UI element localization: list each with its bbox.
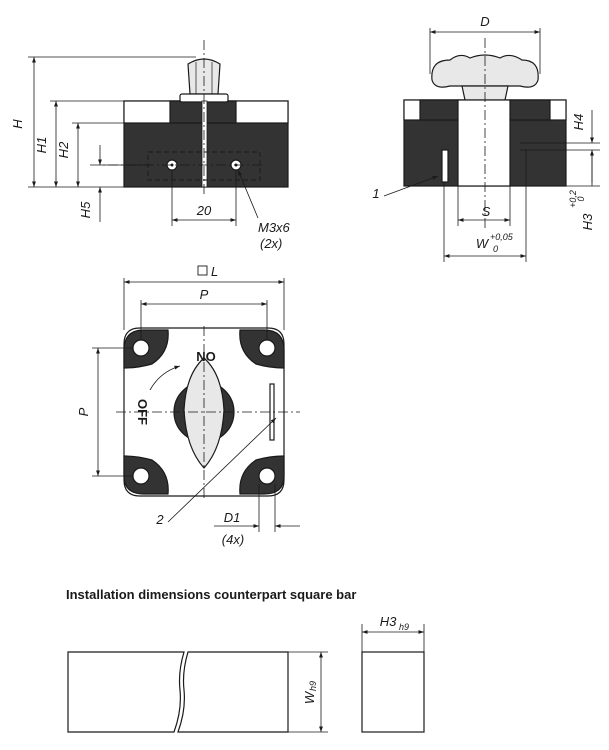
callout-2: 2 xyxy=(155,512,164,527)
installation-title: Installation dimensions counterpart squa… xyxy=(66,587,356,602)
installation-section: Installation dimensions counterpart squa… xyxy=(66,587,425,733)
square-bar xyxy=(457,99,511,187)
inst-dim-W: W xyxy=(302,690,317,704)
tol-H3-upper: +0,2 xyxy=(568,190,578,208)
rotation-arrow xyxy=(149,365,181,391)
tol-W-lower: 0 xyxy=(493,244,498,254)
thread-qty: (2x) xyxy=(260,236,282,251)
star-knob xyxy=(431,54,539,88)
inst-dim-H3: H3 xyxy=(380,614,397,629)
dim-H3: H3 xyxy=(580,213,595,230)
tol-W-upper: +0,05 xyxy=(490,232,514,242)
dim-W: W xyxy=(476,236,490,251)
dim-D1: D1 xyxy=(224,510,241,525)
mount-hole-bl xyxy=(132,467,150,485)
dim-D1-qty: (4x) xyxy=(222,532,244,547)
dim-L: L xyxy=(211,264,218,279)
dim-H4: H4 xyxy=(571,114,586,131)
dim-H1: H1 xyxy=(34,137,49,154)
tol-H3-lower: 0 xyxy=(576,196,586,201)
bar-end-section xyxy=(361,651,425,733)
mount-hole-tl xyxy=(132,339,150,357)
dim-S: S xyxy=(482,204,491,219)
mount-hole-tr xyxy=(258,339,276,357)
inst-tol-H3: h9 xyxy=(399,622,409,632)
label-on: ON xyxy=(196,349,216,364)
dim-P-horizontal: P xyxy=(200,287,209,302)
dim-D: D xyxy=(480,14,489,29)
indicator xyxy=(441,149,449,183)
top-view: ON OFF L P P 2 D1 (4x) xyxy=(76,264,300,547)
inst-tol-W: h9 xyxy=(308,681,318,691)
mount-hole-br xyxy=(258,467,276,485)
side-view: D H4 H3 +0,2 0 S W +0,05 0 1 xyxy=(372,14,600,262)
bar-front-right xyxy=(177,651,289,733)
dim-20: 20 xyxy=(196,203,212,218)
thread-callout: M3x6 xyxy=(258,220,291,235)
dim-P-vertical: P xyxy=(76,407,91,416)
dim-H2: H2 xyxy=(56,141,71,158)
bar-front-left xyxy=(67,651,185,733)
front-view: H H1 H2 H5 20 M3x6 (2x) xyxy=(10,40,291,251)
dim-H: H xyxy=(10,119,25,129)
dim-H5: H5 xyxy=(78,201,93,218)
callout-1: 1 xyxy=(372,186,379,201)
shaft xyxy=(201,100,208,188)
square-symbol xyxy=(197,265,208,276)
